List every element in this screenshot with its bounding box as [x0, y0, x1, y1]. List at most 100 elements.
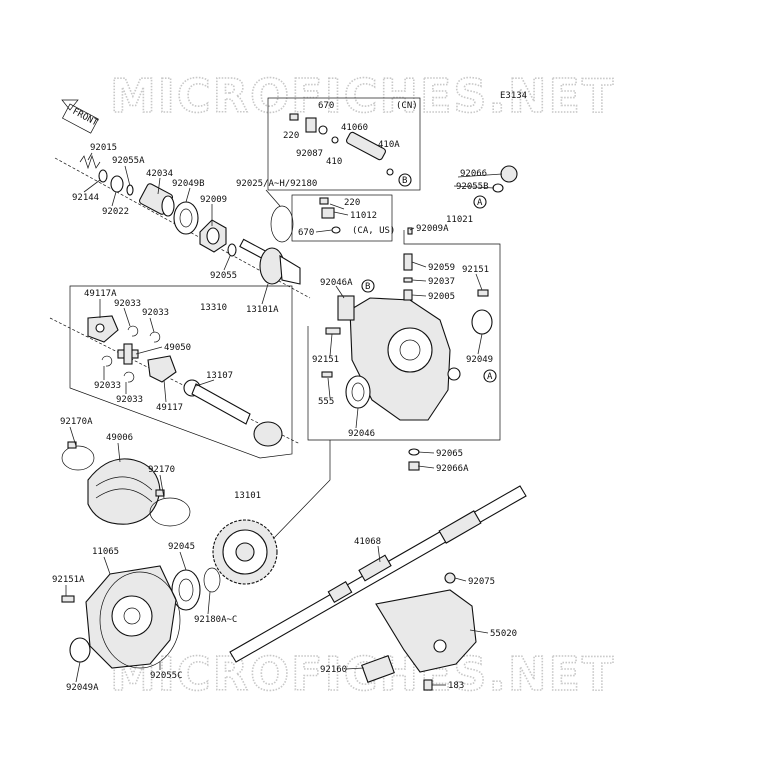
front-arrow-icon: FRONT	[61, 99, 100, 134]
cover-11065	[85, 565, 181, 669]
bolt-183	[423, 679, 433, 691]
pin-92005	[403, 289, 413, 301]
label-410: 410	[326, 157, 342, 167]
diagram-code: E3134	[500, 91, 527, 101]
label-220a: 220	[283, 131, 299, 141]
sensor-41060	[346, 131, 386, 161]
bracket-55020	[375, 589, 477, 673]
plug-11012	[321, 207, 335, 219]
clip-92033d	[123, 371, 135, 383]
label-41068: 41068	[354, 537, 381, 547]
label-group: 670 220 41060 92087 410 410A 92015 92055…	[52, 101, 517, 693]
label-92075: 92075	[468, 577, 495, 587]
housing-bracket	[307, 230, 501, 441]
label-183: 183	[448, 681, 464, 691]
plug-92009a	[407, 227, 413, 235]
label-92046a: 92046A	[320, 278, 353, 288]
leader-13101	[271, 440, 331, 541]
oring-670a	[318, 125, 328, 135]
label-92025: 92025/A~H/92180	[236, 179, 317, 189]
shaft-41068	[229, 485, 527, 663]
label-92055a: 92055A	[112, 156, 145, 166]
label-92037: 92037	[428, 277, 455, 287]
label-92049a: 92049A	[66, 683, 99, 693]
svg-text:A: A	[477, 198, 483, 208]
clamp-92170a	[61, 441, 95, 471]
label-92066: 92066	[460, 169, 487, 179]
label-92033b: 92033	[142, 308, 169, 318]
leader-lines	[65, 152, 503, 686]
label-92009: 92009	[200, 195, 227, 205]
label-13101a: 13101A	[246, 305, 279, 315]
label-92055: 92055	[210, 271, 237, 281]
label-92151b: 92151	[312, 355, 339, 365]
svg-text:B: B	[365, 282, 370, 292]
label-11065: 11065	[92, 547, 119, 557]
pad-92160	[361, 655, 395, 683]
label-92055c: 92055C	[150, 671, 183, 681]
label-49050: 49050	[164, 343, 191, 353]
label-92087: 92087	[296, 149, 323, 159]
axis-line-shaft	[49, 317, 301, 445]
coupling-42034	[138, 183, 175, 217]
inset-label-ca-us: (CA, US)	[352, 226, 395, 236]
bolt-220b	[319, 197, 329, 205]
label-92033d: 92033	[116, 395, 143, 405]
stud-92151a	[477, 289, 489, 297]
label-410a: 410A	[378, 140, 400, 150]
label-92015: 92015	[90, 143, 117, 153]
label-92144: 92144	[72, 193, 99, 203]
bearing-92045	[171, 569, 201, 611]
housing-11021	[349, 297, 461, 421]
svg-text:A: A	[487, 372, 493, 382]
oring-670b	[331, 226, 341, 234]
cap-92066	[500, 165, 518, 183]
callout-b-cn	[398, 173, 412, 187]
bolt-220a	[289, 113, 299, 121]
label-11021: 11021	[446, 215, 473, 225]
seal-92049	[471, 309, 493, 335]
label-220b: 220	[344, 198, 360, 208]
spring-92015	[79, 154, 101, 170]
washer-92144	[98, 169, 108, 183]
nut-92009	[199, 219, 227, 253]
label-92066a: 92066A	[436, 464, 469, 474]
label-92065: 92065	[436, 449, 463, 459]
inset-box-ca-us	[291, 194, 393, 242]
bolt-92151a	[61, 595, 75, 603]
label-92033c: 92033	[94, 381, 121, 391]
label-92170a: 92170A	[60, 417, 93, 427]
label-41060: 41060	[341, 123, 368, 133]
svg-text:B: B	[402, 176, 407, 186]
label-49117: 49117	[156, 403, 183, 413]
label-13101: 13101	[234, 491, 261, 501]
ring-410a	[386, 168, 394, 176]
label-49006: 49006	[106, 433, 133, 443]
bolt-92151b	[325, 327, 341, 335]
label-42034: 42034	[146, 169, 173, 179]
label-11012: 11012	[350, 211, 377, 221]
washer-92065	[408, 448, 420, 456]
clip-92037	[403, 277, 413, 283]
label-92170: 92170	[148, 465, 175, 475]
callout-a-top	[473, 195, 487, 209]
label-13310: 13310	[200, 303, 227, 313]
seal-92049b	[173, 201, 199, 235]
circlip-92022	[110, 175, 124, 193]
label-670a: 670	[318, 101, 334, 111]
front-label: FRONT	[71, 107, 100, 129]
label-92045: 92045	[168, 542, 195, 552]
label-92049: 92049	[466, 355, 493, 365]
label-92049b: 92049B	[172, 179, 205, 189]
label-92180: 92180A~C	[194, 615, 237, 625]
label-49117a: 49117A	[84, 289, 117, 299]
callout-b	[361, 279, 375, 293]
label-92005: 92005	[428, 292, 455, 302]
watermark-bottom: MICROFICHES.NET	[110, 647, 615, 701]
label-55020: 55020	[490, 629, 517, 639]
oring-92055a	[126, 184, 134, 196]
label-92160: 92160	[320, 665, 347, 675]
joint-49117a	[87, 315, 119, 343]
inset-label-cn: (CN)	[396, 101, 418, 111]
label-670b: 670	[298, 228, 314, 238]
